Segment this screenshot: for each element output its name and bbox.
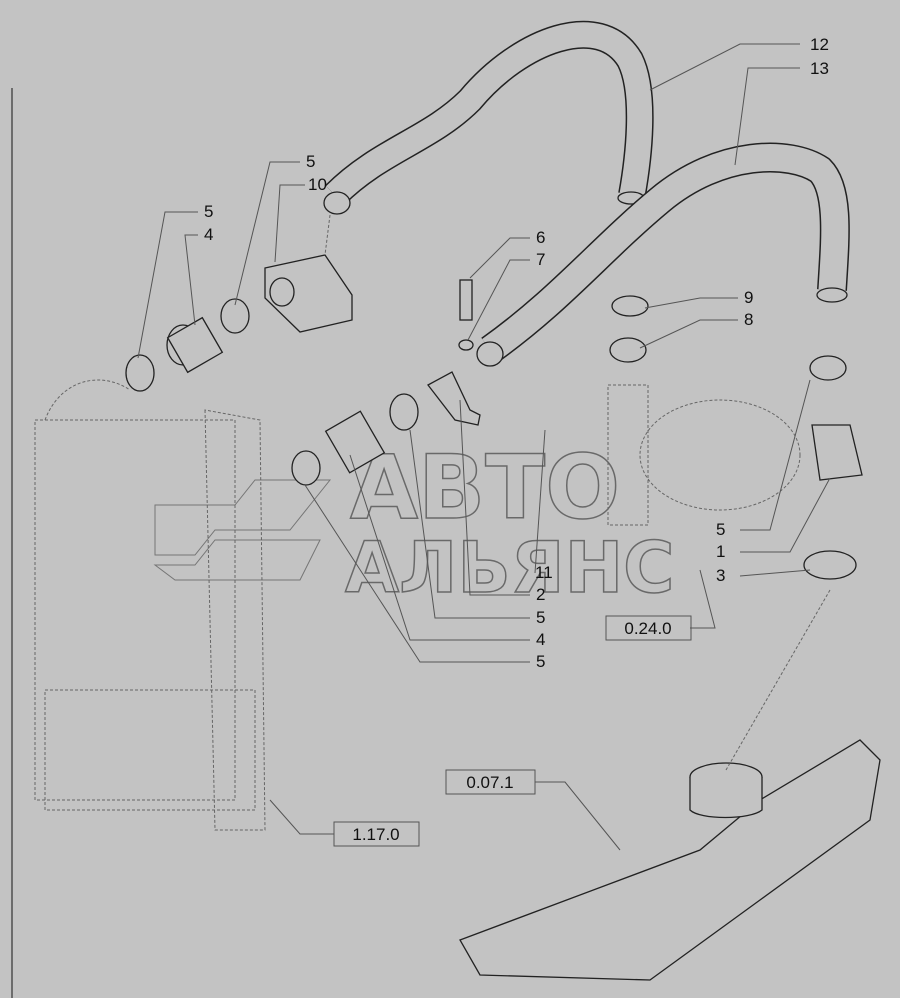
watermark-logo: АВТО АЛЬЯНС <box>153 435 675 610</box>
svg-text:1.17.0: 1.17.0 <box>352 825 399 844</box>
radiator-phantom <box>34 379 266 831</box>
callout-4: 4 <box>204 225 213 244</box>
clamp-9 <box>611 295 649 317</box>
callout-5: 5 <box>306 152 315 171</box>
callout-3: 3 <box>716 566 725 585</box>
callout-8: 8 <box>744 310 753 329</box>
reference-1-17-0[interactable]: 1.17.0 <box>333 821 420 847</box>
callout-7: 7 <box>536 250 545 269</box>
reference-0-24-0[interactable]: 0.24.0 <box>605 615 692 641</box>
svg-text:0.07.1: 0.07.1 <box>466 773 513 792</box>
callout-12: 12 <box>810 35 829 54</box>
callout-5: 5 <box>536 652 545 671</box>
callout-5: 5 <box>716 520 725 539</box>
svg-text:АЛЬЯНС: АЛЬЯНС <box>345 527 675 609</box>
hose-12 <box>323 20 654 215</box>
callout-13: 13 <box>810 59 829 78</box>
sleeve-1 <box>811 424 863 481</box>
clamp-5-right <box>809 355 847 381</box>
callout-11: 11 <box>535 563 553 582</box>
turbo-phantom <box>607 384 801 526</box>
callouts: 12 13 5 10 5 4 6 7 9 8 5 1 3 11 2 5 4 5 <box>204 35 829 671</box>
bolt-6 <box>459 279 473 321</box>
svg-text:0.24.0: 0.24.0 <box>624 619 671 638</box>
callout-5: 5 <box>204 202 213 221</box>
intake-manifold <box>459 739 881 981</box>
callout-2: 2 <box>536 585 545 604</box>
callout-10: 10 <box>308 175 327 194</box>
upper-sleeve-clamps <box>125 298 250 392</box>
lower-sleeve-clamps <box>291 371 481 486</box>
callout-1: 1 <box>716 542 725 561</box>
callout-6: 6 <box>536 228 545 247</box>
ring-8 <box>609 337 647 363</box>
clamp-3 <box>803 550 857 580</box>
leader-lines <box>137 43 831 851</box>
callout-9: 9 <box>744 288 753 307</box>
callout-5: 5 <box>536 608 545 627</box>
reference-0-07-1[interactable]: 0.07.1 <box>445 769 536 795</box>
svg-text:АВТО: АВТО <box>350 436 620 539</box>
hose-13 <box>476 142 850 367</box>
callout-4: 4 <box>536 630 545 649</box>
washer-7 <box>458 339 474 351</box>
